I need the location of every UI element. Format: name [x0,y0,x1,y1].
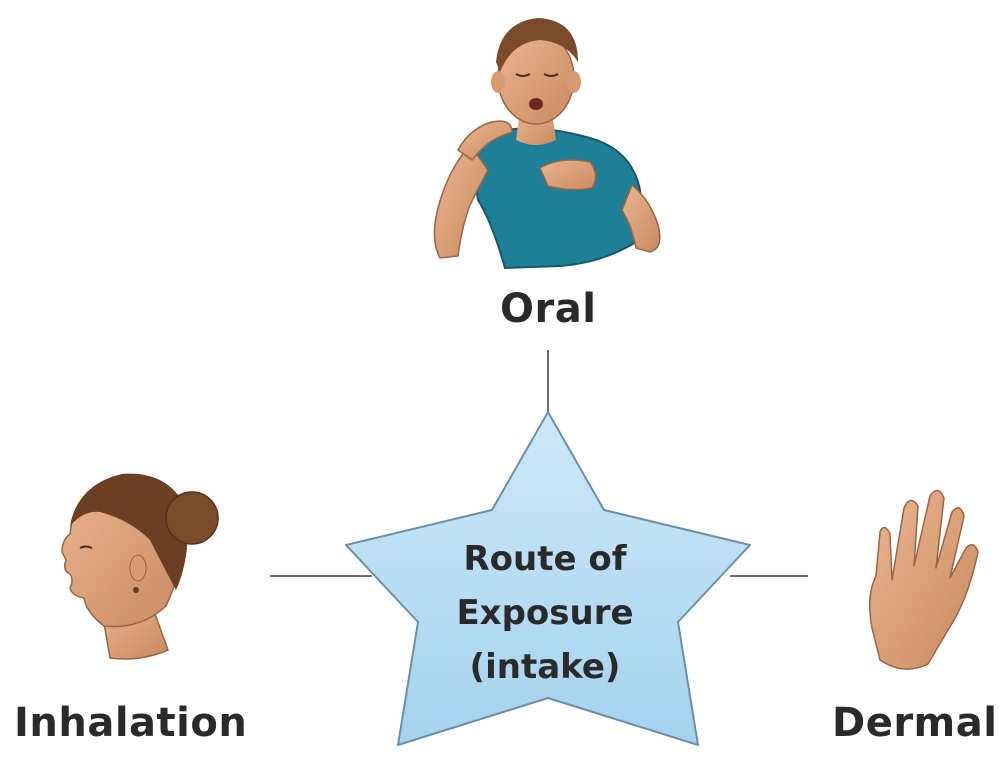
center-label-line: Route of [463,539,627,579]
route-label-dermal: Dermal [832,700,998,746]
center-label-line: Exposure [456,593,634,633]
route-label-inhalation: Inhalation [14,700,248,746]
center-label-line: (intake) [469,647,621,687]
woman-head-profile-icon [61,473,219,660]
center-star-label: Route of Exposure (intake) [420,532,670,694]
hand-icon [869,489,979,670]
route-label-oral: Oral [500,286,597,332]
coughing-boy-icon [433,18,661,270]
center-star [345,411,751,746]
